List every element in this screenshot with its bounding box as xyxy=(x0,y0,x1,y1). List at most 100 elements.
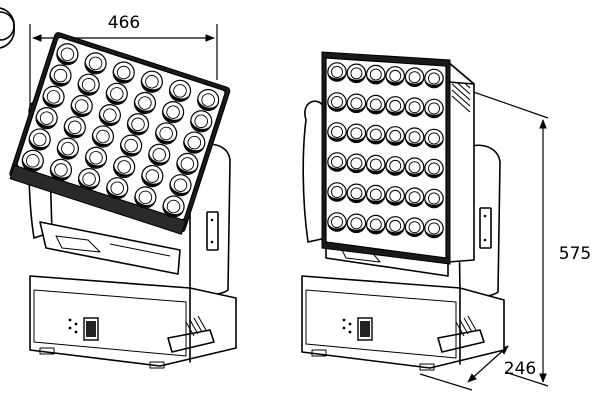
led-lens-shading xyxy=(64,124,85,138)
led-lens-shading xyxy=(113,69,134,83)
led-lens-inner xyxy=(96,129,110,144)
led-lens-shading xyxy=(386,225,404,235)
led-lens-inner xyxy=(428,72,440,85)
led-lens-shading xyxy=(141,78,162,92)
led-lens xyxy=(404,157,425,177)
led-lens xyxy=(70,94,93,118)
led-lens-inner xyxy=(331,186,343,198)
left-base-foot-2 xyxy=(149,361,165,369)
led-lens xyxy=(77,167,101,191)
led-lens-inner xyxy=(116,65,131,80)
led-lens-inner xyxy=(369,188,382,201)
led-lens-shading xyxy=(156,130,176,144)
led-lens xyxy=(346,63,367,84)
led-lens-inner xyxy=(389,69,402,82)
led-lens-shading xyxy=(328,162,346,171)
led-lens-shading xyxy=(43,93,64,107)
right-led-panel xyxy=(321,51,451,265)
led-lens-inner xyxy=(369,128,382,141)
led-lens-inner xyxy=(428,162,440,175)
led-lens xyxy=(28,128,51,151)
led-lens-inner xyxy=(117,160,131,174)
left-control-buttons xyxy=(68,318,78,334)
right-base-handle xyxy=(437,329,485,353)
led-lens xyxy=(56,137,79,160)
led-lens xyxy=(155,122,178,145)
led-lens-shading xyxy=(367,74,385,84)
led-lens xyxy=(424,218,444,239)
led-lens-inner xyxy=(124,138,138,153)
led-lens-shading xyxy=(328,222,346,231)
led-lens-shading xyxy=(367,194,385,204)
led-lens-inner xyxy=(39,111,54,125)
led-lens xyxy=(126,113,150,136)
led-lens xyxy=(404,67,425,87)
led-lens-inner xyxy=(389,159,402,172)
led-lens xyxy=(327,122,347,142)
led-lens-shading xyxy=(347,103,366,113)
led-lens-shading xyxy=(386,135,404,145)
led-lens xyxy=(365,154,386,175)
led-lens-inner xyxy=(82,172,96,186)
led-lens xyxy=(84,52,107,75)
led-lens-shading xyxy=(367,164,385,174)
led-lens-shading xyxy=(29,136,50,150)
right-yoke-arm-left xyxy=(302,100,327,243)
led-lens xyxy=(63,116,86,139)
led-lens xyxy=(424,128,444,149)
led-lens-inner xyxy=(350,97,363,110)
led-lens-shading xyxy=(107,185,127,199)
led-lens xyxy=(365,184,386,205)
led-lens-inner xyxy=(60,47,75,62)
led-lens-shading xyxy=(191,118,211,132)
led-lens-inner xyxy=(331,96,343,108)
led-lens-inner xyxy=(53,68,68,83)
led-lens xyxy=(404,187,425,207)
led-lens-shading xyxy=(405,227,424,236)
led-lens-shading xyxy=(386,75,404,85)
led-lens-inner xyxy=(389,219,402,232)
led-lens-shading xyxy=(405,197,424,206)
led-lens-shading xyxy=(328,72,346,81)
led-lens-inner xyxy=(159,126,173,141)
led-lens-shading xyxy=(85,60,106,74)
led-lens xyxy=(140,70,163,93)
led-lens xyxy=(365,124,386,145)
led-lens-inner xyxy=(408,191,421,204)
led-lens-inner xyxy=(428,132,440,145)
led-lens-shading xyxy=(347,163,366,173)
led-lens-shading xyxy=(405,167,424,176)
led-lens-inner xyxy=(331,126,343,138)
led-lens-shading xyxy=(405,107,424,116)
led-lens-shading xyxy=(405,137,424,146)
left-yoke-handle xyxy=(206,211,219,251)
left-head-body xyxy=(39,221,181,275)
led-lens-inner xyxy=(389,189,402,202)
led-lens-shading xyxy=(367,134,385,144)
led-lens-shading xyxy=(347,193,366,203)
led-lens-inner xyxy=(428,102,440,115)
led-lens-shading xyxy=(22,157,43,171)
right-led-grid xyxy=(327,62,444,239)
right-base-foot-1 xyxy=(311,349,327,357)
led-lens xyxy=(327,62,347,82)
led-lens-inner xyxy=(145,169,160,183)
led-lens-shading xyxy=(425,108,443,118)
led-lens xyxy=(49,158,73,182)
right-yoke-handle xyxy=(479,207,492,249)
depth-dimension-label: 246 xyxy=(504,359,536,379)
led-lens-shading xyxy=(142,172,162,187)
width-dimension-label: 466 xyxy=(108,13,140,33)
led-lens-inner xyxy=(350,187,363,200)
led-lens-shading xyxy=(367,224,385,234)
led-lens xyxy=(119,134,143,157)
led-lens-inner xyxy=(138,96,152,110)
led-lens xyxy=(385,186,405,206)
led-lens-shading xyxy=(92,133,113,147)
right-fixture-view: 575 246 xyxy=(301,51,591,391)
left-base-handle xyxy=(167,329,215,353)
led-lens xyxy=(385,66,405,86)
led-lens xyxy=(327,212,347,232)
left-led-grid xyxy=(21,43,220,218)
led-lens xyxy=(169,174,192,197)
